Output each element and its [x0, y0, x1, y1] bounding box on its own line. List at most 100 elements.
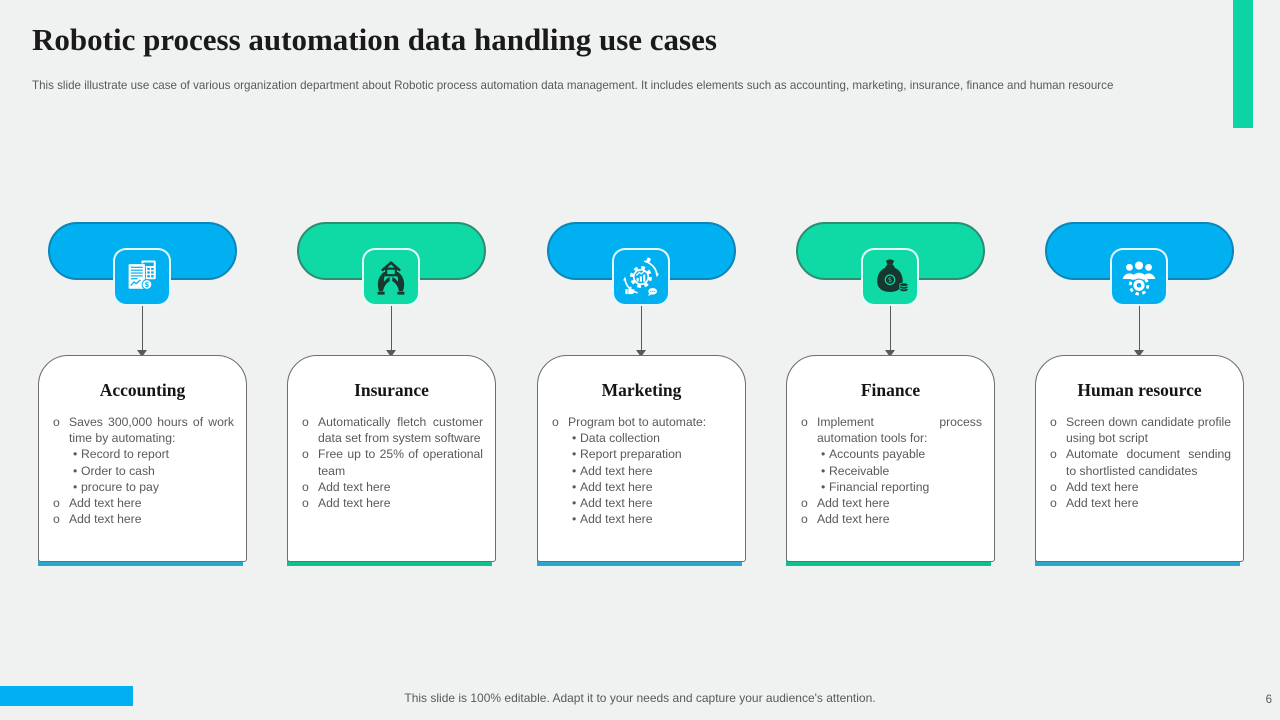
bullet-marker: • [821, 463, 826, 478]
card-accent-bar [786, 559, 991, 566]
bullet-text: Add text here [817, 496, 890, 511]
bullet-text: Financial reporting [829, 479, 930, 494]
card-bullet: •procure to pay [53, 479, 237, 495]
bullet-marker: o [1050, 447, 1057, 462]
bullet-marker: o [53, 496, 60, 511]
bullet-text: Accounts payable [829, 447, 926, 462]
bullet-marker: o [1050, 496, 1057, 511]
bullet-text: Report preparation [580, 447, 682, 462]
bullet-marker: o [801, 496, 808, 511]
connector-line [1139, 306, 1140, 350]
bullet-text: Saves 300,000 hours of work time by auto… [69, 415, 234, 446]
bullet-marker: o [801, 512, 808, 527]
bullet-text: Add text here [580, 463, 653, 478]
marketing-automation-gear-icon [619, 255, 663, 299]
card-bullet: o Saves 300,000 hours of work time by aut… [53, 414, 237, 446]
bullet-text: Implement process automation tools for: [817, 415, 982, 446]
card-bullet: o Add text here [1050, 479, 1234, 495]
bullet-marker: • [821, 447, 826, 462]
card-title: Accounting [99, 380, 186, 400]
bullet-marker: o [53, 415, 60, 429]
bullet-marker: • [572, 447, 577, 462]
footer-note: This slide is 100% editable. Adapt it to… [404, 691, 876, 705]
bullet-text: Record to report [81, 447, 170, 462]
card-bullet: •Data collection [552, 430, 736, 446]
bullet-text: Add text here [1066, 479, 1139, 494]
card-title: Finance [860, 380, 921, 400]
bullet-marker: • [73, 479, 78, 494]
page-subtitle: This slide illustrate use case of variou… [32, 79, 1114, 92]
bullet-text: Add text here [817, 512, 890, 527]
icon-badge: $ [861, 248, 919, 306]
footer-accent-block [0, 686, 133, 706]
bullet-marker: o [1050, 415, 1057, 429]
card-accent-bar [38, 559, 243, 566]
bullet-marker: o [1050, 479, 1057, 494]
bullet-marker: • [73, 447, 78, 462]
bullet-text: Automate document sending to shortlisted… [1066, 447, 1231, 478]
icon-badge [1110, 248, 1168, 306]
arrow-down-icon [386, 350, 396, 357]
card-bullet: o Automate document sending to shortliste… [1050, 446, 1234, 478]
bullet-text: Order to cash [81, 463, 155, 478]
card-bullet: •Add text here [552, 463, 736, 479]
card-bullet: •Receivable [801, 463, 985, 479]
card-bullet: o Add text here [53, 495, 237, 511]
card-bullet: •Add text here [552, 479, 736, 495]
accounting-report-icon: $ [120, 255, 164, 299]
card-bullet: •Report preparation [552, 446, 736, 462]
bullet-marker: • [572, 496, 577, 511]
bullet-text: Add text here [69, 496, 142, 511]
use-case-card: Accounting o Saves 300,000 hours of work … [38, 355, 247, 562]
card-accent-bar [287, 559, 492, 566]
bullet-text: Add text here [580, 496, 653, 511]
bullet-marker: • [572, 463, 577, 478]
bullet-marker: • [821, 479, 826, 494]
card-bullet: •Financial reporting [801, 479, 985, 495]
use-case-column: $ Accounting o Saves 300,000 hours of wor… [38, 222, 247, 572]
svg-text:$: $ [888, 276, 892, 284]
icon-badge: $ [113, 248, 171, 306]
icon-badge [362, 248, 420, 306]
card-accent-bar [537, 559, 742, 566]
connector-line [391, 306, 392, 350]
card-bullet-list: o Saves 300,000 hours of work time by aut… [53, 414, 237, 527]
bullet-text: Receivable [829, 463, 890, 478]
bullet-text: Add text here [580, 479, 653, 494]
bullet-text: Add text here [318, 496, 391, 511]
card-title: Marketing [601, 380, 682, 400]
bullet-marker: • [572, 431, 577, 446]
connector-line [142, 306, 143, 350]
bullet-text: Add text here [1066, 496, 1139, 511]
page-title: Robotic process automation data handling… [32, 22, 717, 57]
icon-badge [612, 248, 670, 306]
card-title: Insurance [354, 380, 429, 400]
bullet-text: Data collection [580, 431, 660, 446]
card-bullet: o Add text here [801, 511, 985, 527]
bullet-text: Automatically fletch customer data set f… [318, 415, 483, 446]
card-accent-bar [1035, 559, 1240, 566]
money-bag-icon: $ [868, 255, 912, 299]
bullet-text: Free up to 25% of operational team [318, 447, 483, 478]
card-bullet: •Add text here [552, 495, 736, 511]
card-bullet: •Accounts payable [801, 446, 985, 462]
card-title: Human resource [1077, 380, 1202, 400]
page-number: 6 [1265, 694, 1272, 706]
bullet-text: Add text here [69, 512, 142, 527]
